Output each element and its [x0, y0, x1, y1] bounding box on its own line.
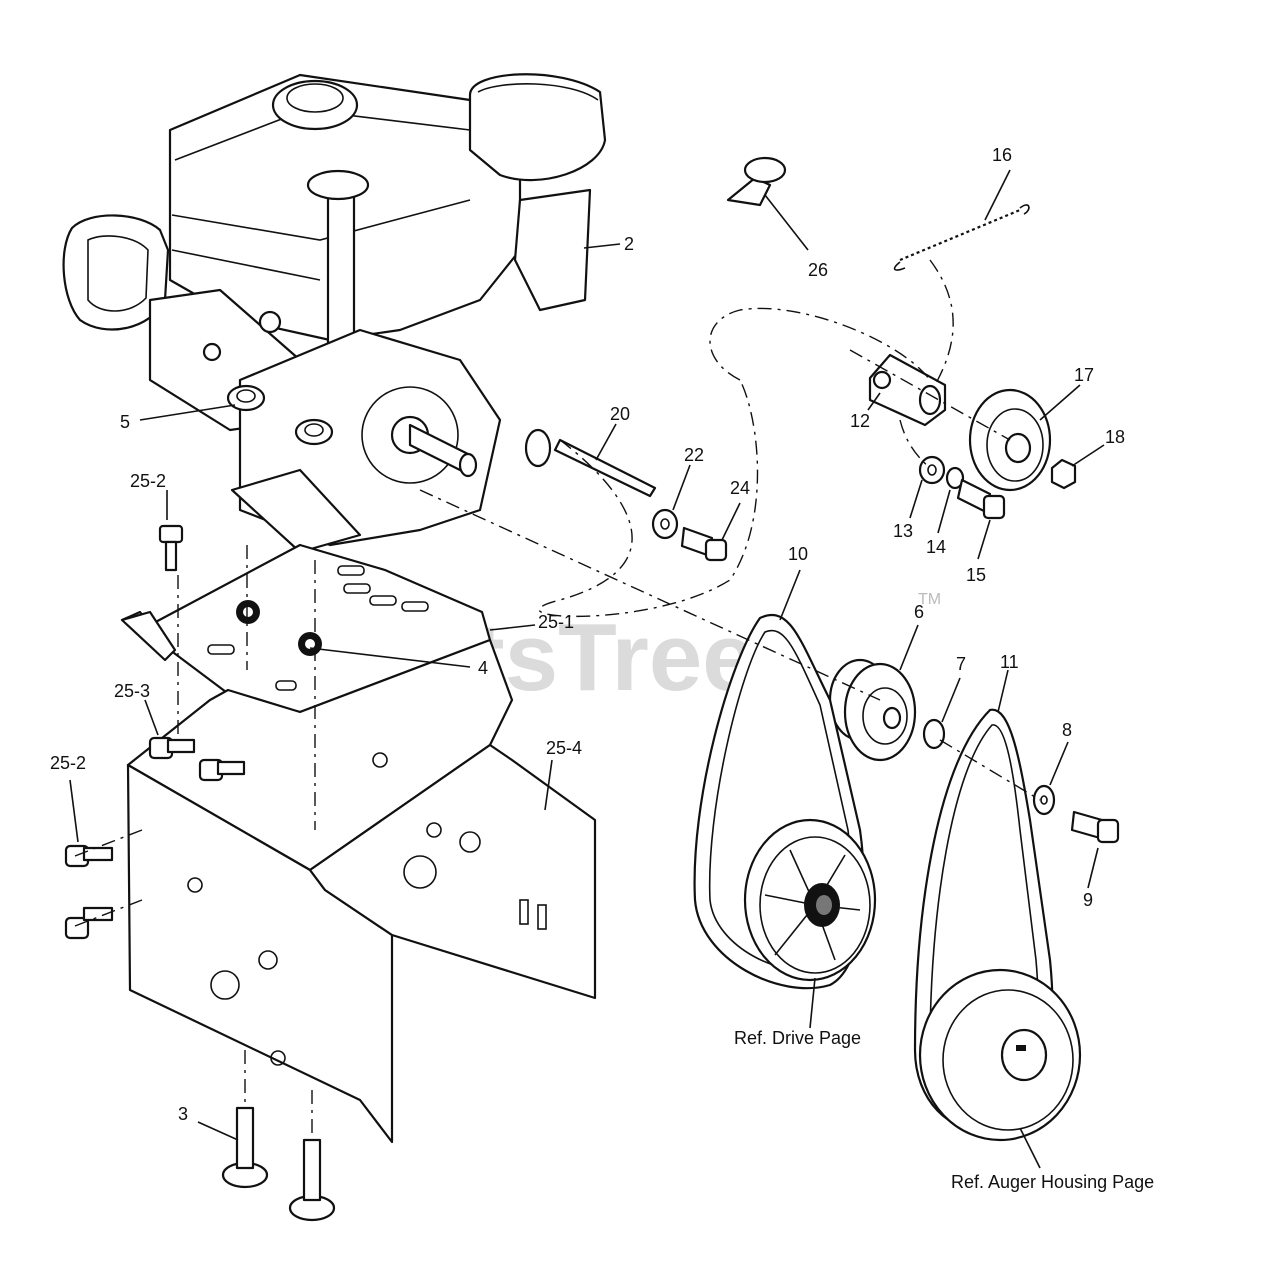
callout-9: 9	[1083, 890, 1093, 910]
callout-2: 2	[624, 234, 634, 254]
callout-3: 3	[178, 1104, 188, 1124]
watermark-tm: TM	[918, 591, 941, 608]
callout-24: 24	[730, 478, 750, 498]
idler-bracket-12[interactable]	[868, 353, 947, 427]
washer-22[interactable]	[651, 508, 679, 540]
washer-7[interactable]	[922, 718, 946, 750]
star-hole-2	[298, 632, 322, 656]
leader-lines	[69, 169, 1105, 1169]
screw-25-2-a[interactable]	[64, 844, 114, 868]
ref-drive-page: Ref. Drive Page	[734, 1028, 861, 1048]
callout-13: 13	[893, 521, 913, 541]
bolt-9[interactable]	[1070, 810, 1120, 844]
callout-22: 22	[684, 445, 704, 465]
callout-25-2-top: 25-2	[130, 471, 166, 491]
shaft-20[interactable]	[524, 428, 657, 498]
screw-25-2-top[interactable]	[158, 524, 184, 572]
alignment-lines	[74, 259, 1041, 1140]
nut-18[interactable]	[1050, 458, 1077, 490]
bolt-3-a[interactable]	[221, 1106, 269, 1189]
bolt-15[interactable]	[956, 478, 1006, 520]
screw-25-3-b[interactable]	[198, 758, 246, 782]
callout-6: 6	[914, 602, 924, 622]
callout-16: 16	[992, 145, 1012, 165]
callout-25-4: 25-4	[546, 738, 582, 758]
callout-12: 12	[850, 411, 870, 431]
callout-18: 18	[1105, 427, 1125, 447]
callout-17: 17	[1074, 365, 1094, 385]
callout-10: 10	[788, 544, 808, 564]
key-26[interactable]	[726, 156, 787, 207]
bolt-24[interactable]	[680, 526, 728, 562]
drive-pulley[interactable]	[743, 818, 877, 982]
callout-25-2-side: 25-2	[50, 753, 86, 773]
ref-auger-housing-page: Ref. Auger Housing Page	[951, 1172, 1154, 1192]
callout-11: 11	[1000, 652, 1019, 672]
washer-14[interactable]	[945, 466, 965, 490]
bolt-3-b[interactable]	[288, 1138, 336, 1222]
auger-pulley[interactable]	[918, 968, 1082, 1142]
callout-20: 20	[610, 404, 630, 424]
screw-25-2-b[interactable]	[64, 906, 114, 940]
callout-7: 7	[956, 654, 966, 674]
callout-25-3: 25-3	[114, 681, 150, 701]
screw-25-3-a[interactable]	[148, 736, 196, 760]
callout-14: 14	[926, 537, 946, 557]
callout-5: 5	[120, 412, 130, 432]
callout-26: 26	[808, 260, 828, 280]
callout-4: 4	[478, 658, 488, 678]
callout-15: 15	[966, 565, 986, 585]
engine[interactable]	[62, 73, 607, 554]
callout-25-1: 25-1	[538, 612, 574, 632]
callout-8: 8	[1062, 720, 1072, 740]
engine-base-plate[interactable]	[120, 543, 492, 714]
reference-labels: Ref. Drive Page Ref. Auger Housing Page	[734, 1028, 1154, 1192]
washer-13[interactable]	[918, 455, 946, 485]
callouts: 2 3 4 5 6 7 8 9 10 11 12 13 14 15 16 17 …	[50, 145, 1125, 1124]
spring-16[interactable]	[893, 204, 1030, 271]
pulley-6[interactable]	[828, 658, 917, 762]
star-hole-1	[236, 600, 260, 624]
washer-8[interactable]	[1032, 784, 1056, 816]
frame-housing[interactable]	[126, 638, 597, 1144]
